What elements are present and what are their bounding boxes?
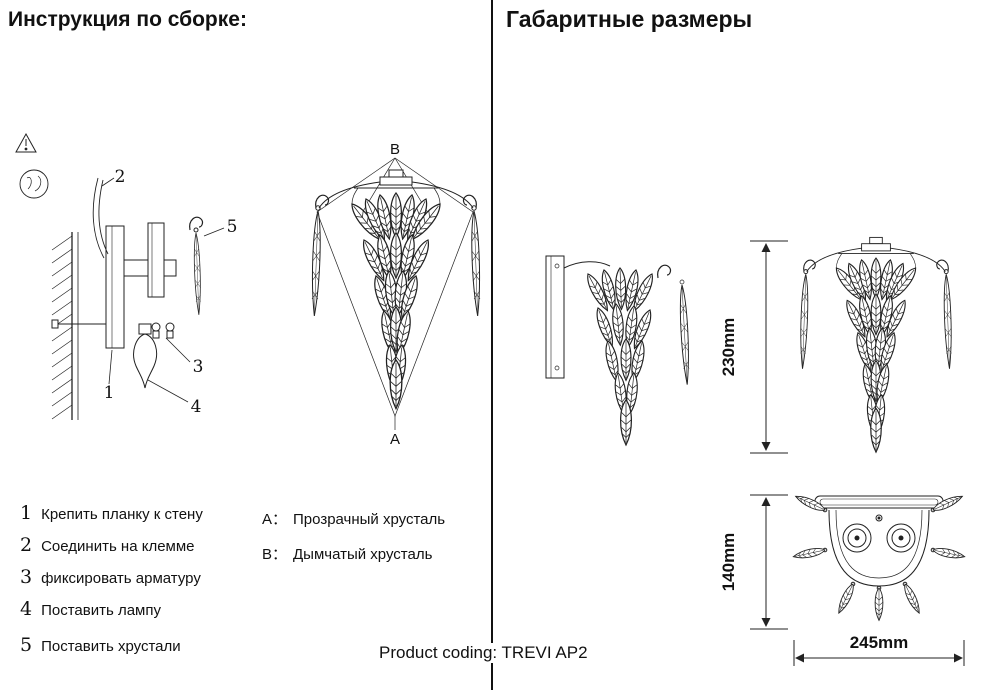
step-text: Соединить на клемме (41, 538, 195, 555)
legend-text: Дымчатый хрусталь (293, 546, 433, 563)
callout-5: 5 (227, 217, 238, 237)
callout-1: 1 (104, 383, 115, 403)
lamp-side-view (540, 242, 710, 457)
legend-item-a: A： Прозрачный хрусталь (262, 508, 445, 529)
step-1: 1 Крепить планку к стену (20, 502, 203, 524)
width-dimension: 245mm (793, 633, 965, 666)
step-5: 5 Поставить хрустали (20, 634, 203, 656)
section-divider (491, 0, 493, 690)
step-number: 5 (20, 634, 33, 656)
callout-leaders (101, 177, 225, 403)
step-2: 2 Соединить на клемме (20, 534, 203, 556)
wall-screw (51, 319, 106, 329)
callout-3: 3 (193, 357, 204, 377)
step-text: Крепить планку к стену (41, 506, 203, 523)
wiring-detail-icon (19, 169, 49, 199)
step-number: 2 (20, 534, 33, 556)
label-b: B (390, 141, 400, 158)
callout-4: 4 (191, 397, 202, 417)
terminal-screws (151, 322, 175, 339)
wall-hatching (51, 232, 79, 420)
step-text: Поставить хрустали (41, 638, 181, 655)
label-a: A (390, 431, 400, 448)
callout-2: 2 (115, 167, 126, 187)
mounting-plate (105, 222, 177, 349)
right-section-title: Габаритные размеры (506, 6, 753, 32)
step-number: 4 (20, 598, 33, 620)
lamp-bottom-view (775, 484, 979, 648)
legend-key: B： (262, 546, 288, 563)
legend-item-b: B： Дымчатый хрусталь (262, 543, 445, 564)
height-dimension: 230mm (719, 240, 788, 454)
warning-icon (15, 132, 37, 153)
lamp-front-view (786, 232, 968, 458)
assembly-diagram: 2 5 3 4 1 (15, 132, 238, 420)
legend-key: A： (262, 511, 288, 528)
lamp-front-drawing (311, 170, 481, 409)
light-bulb (133, 323, 158, 389)
depth-dimension: 140mm (719, 494, 788, 630)
step-text: фиксировать арматуру (41, 570, 201, 587)
crystal-legend: A： Прозрачный хрусталь B： Дымчатый хрустал… (262, 508, 445, 578)
step-3: 3 фиксировать арматуру (20, 566, 203, 588)
step-text: Поставить лампу (41, 602, 161, 619)
depth-dimension-label: 140mm (719, 533, 738, 592)
side-crystal (189, 216, 204, 316)
height-dimension-label: 230mm (719, 318, 738, 377)
step-4: 4 Поставить лампу (20, 598, 203, 620)
step-number: 3 (20, 566, 33, 588)
step-number: 1 (20, 502, 33, 524)
wires (92, 177, 109, 259)
lamp-side-drawing (546, 256, 691, 445)
lamp-front-drawing (799, 237, 952, 452)
lamp-bottom-drawing (793, 493, 966, 621)
legend-text: Прозрачный хрусталь (293, 511, 446, 528)
assembly-steps: 1 Крепить планку к стену 2 Соединить на … (20, 502, 203, 666)
product-coding: Product coding: TREVI AP2 (374, 643, 593, 663)
width-dimension-label: 245mm (850, 633, 909, 652)
lamp-front-diagram: B A (295, 141, 497, 448)
left-section-title: Инструкция по сборке: (8, 8, 247, 31)
